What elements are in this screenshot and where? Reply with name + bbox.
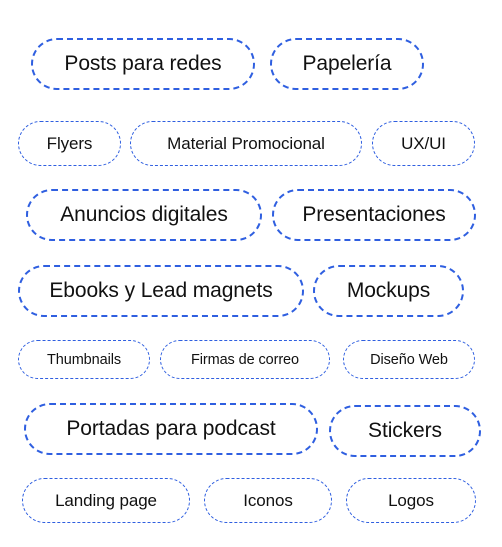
tag-logos: Logos bbox=[346, 478, 476, 523]
tag-flyers: Flyers bbox=[18, 121, 121, 166]
tag-firmas-de-correo: Firmas de correo bbox=[160, 340, 330, 379]
tag-mockups: Mockups bbox=[313, 265, 464, 317]
tag-ux-ui: UX/UI bbox=[372, 121, 475, 166]
tag-posts-para-redes: Posts para redes bbox=[31, 38, 255, 90]
tag-portadas-para-podcast: Portadas para podcast bbox=[24, 403, 318, 455]
tag-iconos: Iconos bbox=[204, 478, 332, 523]
tag-stickers: Stickers bbox=[329, 405, 481, 457]
tag-papeleria: Papelería bbox=[270, 38, 424, 90]
tag-material-promocional: Material Promocional bbox=[130, 121, 362, 166]
tag-thumbnails: Thumbnails bbox=[18, 340, 150, 379]
tag-diseno-web: Diseño Web bbox=[343, 340, 475, 379]
tag-landing-page: Landing page bbox=[22, 478, 190, 523]
tag-presentaciones: Presentaciones bbox=[272, 189, 476, 241]
tag-ebooks-lead-magnets: Ebooks y Lead magnets bbox=[18, 265, 304, 317]
tag-anuncios-digitales: Anuncios digitales bbox=[26, 189, 262, 241]
